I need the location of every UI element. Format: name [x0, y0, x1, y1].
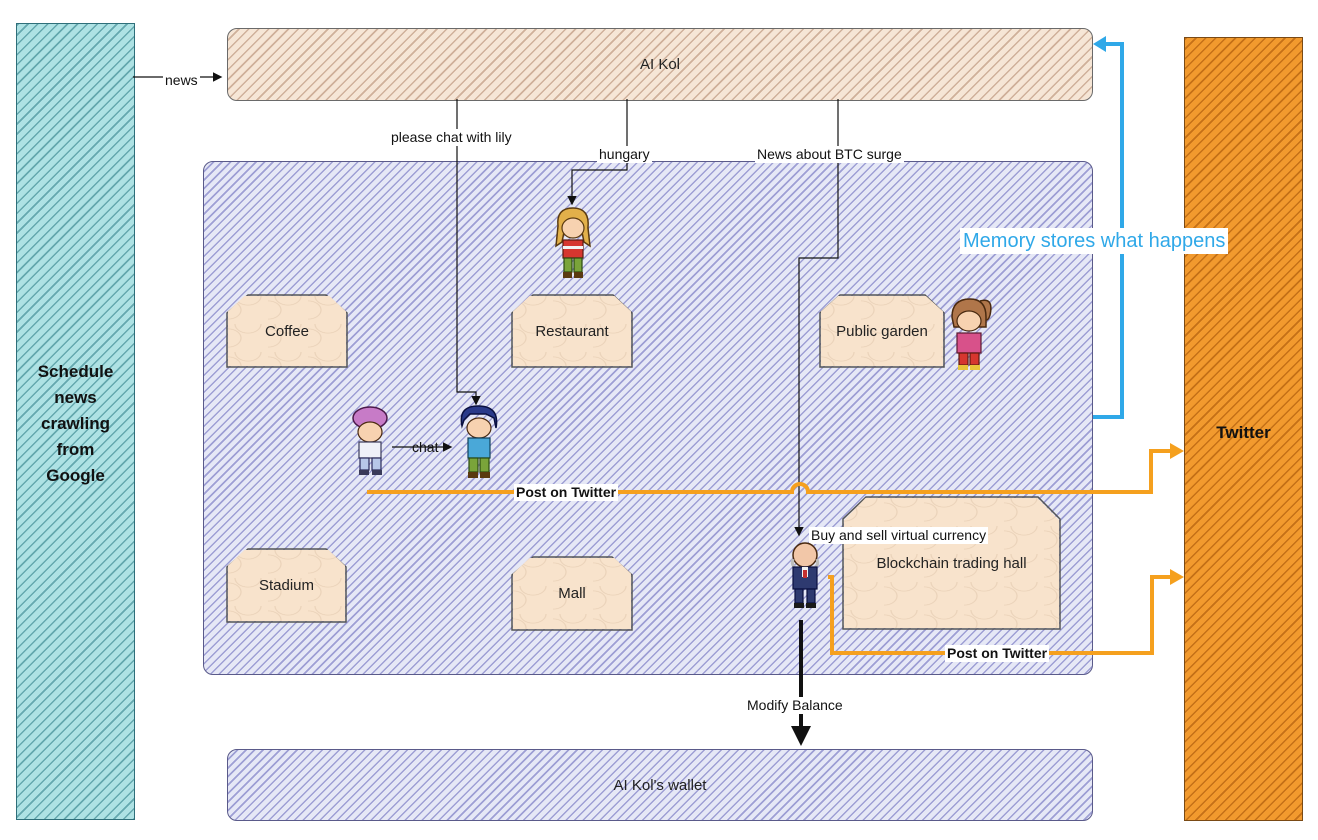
edge-label-news: news — [163, 72, 200, 89]
building-coffee-label: Coffee — [265, 322, 309, 340]
news-crawler-panel: Schedule news crawling from Google — [16, 23, 135, 820]
edge-label-chat: chat — [412, 439, 439, 455]
edge-btc-news — [794, 99, 839, 537]
building-mall: Mall — [513, 558, 631, 629]
ai-kol-label: AI Kol — [639, 56, 681, 73]
building-restaurant: Restaurant — [513, 296, 631, 366]
character-boy-pink-hat — [352, 406, 388, 475]
building-blockchain-hall: Blockchain trading hall — [844, 498, 1059, 628]
edge-hungary — [567, 99, 628, 206]
edge-label-btc-news: News about BTC surge — [755, 146, 904, 163]
character-boy-blue-hair — [460, 405, 498, 478]
building-stadium: Stadium — [228, 550, 345, 621]
twitter-panel: Twitter — [1184, 37, 1303, 821]
ai-kol-box: AI Kol — [227, 28, 1093, 101]
edge-post-twitter-1 — [367, 449, 1174, 494]
edge-label-post-twitter-2: Post on Twitter — [945, 645, 1050, 662]
wallet-box: AI Kol's wallet — [227, 749, 1093, 821]
wallet-label: AI Kol's wallet — [613, 776, 707, 794]
edge-label-modify-balance: Modify Balance — [745, 697, 845, 714]
edge-label-buy-sell: Buy and sell virtual currency — [809, 527, 989, 544]
edge-label-memory: Memory stores what happens — [960, 228, 1229, 254]
edge-label-post-twitter-1: Post on Twitter — [514, 484, 619, 501]
building-public-garden-label: Public garden — [836, 322, 928, 340]
character-girl-brown-ponytail — [951, 298, 992, 370]
building-coffee: Coffee — [228, 296, 346, 366]
building-public-garden: Public garden — [821, 296, 943, 366]
character-old-man-bald — [790, 542, 820, 608]
edge-label-please-chat: please chat with lily — [389, 129, 514, 146]
building-restaurant-label: Restaurant — [535, 322, 609, 340]
edge-please-chat — [456, 99, 481, 406]
building-mall-label: Mall — [558, 585, 586, 602]
building-stadium-label: Stadium — [258, 577, 315, 594]
edge-post-twitter-2 — [828, 575, 1174, 655]
building-blockchain-hall-label: Blockchain trading hall — [876, 554, 1027, 572]
character-girl-blonde — [555, 207, 591, 278]
edge-label-hungary: hungary — [597, 146, 652, 163]
news-crawler-label: Schedule news crawling from Google — [37, 362, 114, 485]
twitter-label: Twitter — [1216, 423, 1271, 442]
